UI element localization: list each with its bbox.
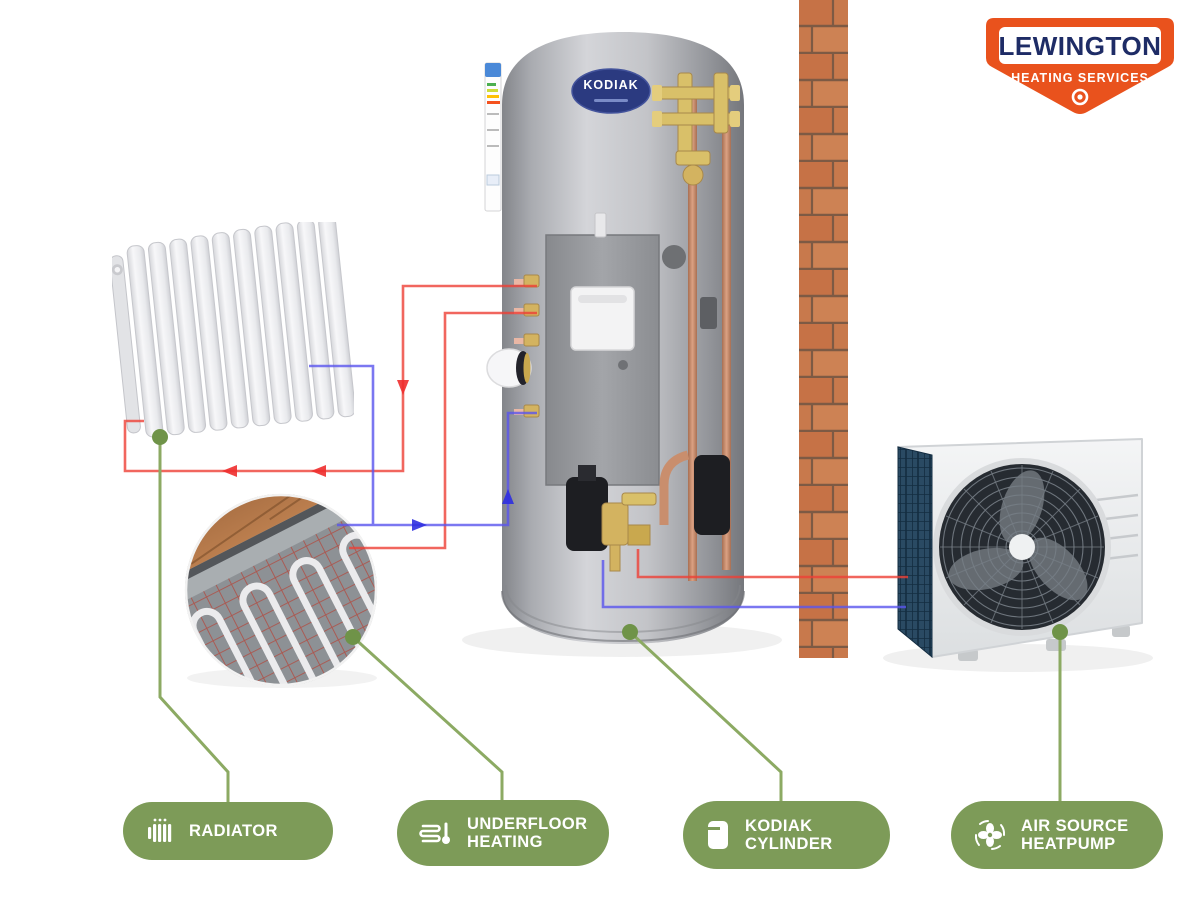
legend-label: KODIAK CYLINDER <box>745 816 833 853</box>
copper-pipework <box>652 72 740 581</box>
lewington-logo: LEWINGTON HEATING SERVICES <box>984 16 1176 118</box>
kodiak-cylinder-unit: KODIAK <box>484 32 745 644</box>
radiator-panels <box>126 222 354 438</box>
fan-icon <box>973 818 1007 852</box>
logo-tagline-text: HEATING SERVICES <box>1011 71 1149 85</box>
logo-name-text: LEWINGTON <box>999 31 1162 61</box>
control-panel <box>545 212 660 486</box>
legend-item-kodiak-cylinder: KODIAK CYLINDER <box>683 801 890 869</box>
pump-group <box>566 455 730 572</box>
heat-pump-coil-side <box>897 446 933 659</box>
brass-manifold <box>652 72 740 186</box>
brick-wall <box>799 0 848 658</box>
legend-label: AIR SOURCE HEATPUMP <box>1021 816 1129 853</box>
radiator-unit <box>112 222 354 438</box>
legend-label: UNDERFLOOR HEATING <box>467 814 588 851</box>
logo-target-icon <box>1071 88 1089 106</box>
legend-item-radiator: RADIATOR <box>123 802 333 860</box>
cylinder-icon <box>705 819 731 851</box>
immersion-knob <box>486 348 532 388</box>
grey-valve <box>662 245 686 269</box>
energy-label <box>484 62 502 212</box>
kodiak-badge-text: KODIAK <box>583 78 638 92</box>
sensor-pocket <box>700 297 717 329</box>
fan-hub <box>1009 534 1035 560</box>
legend-item-air-source-heatpump: AIR SOURCE HEATPUMP <box>951 801 1163 869</box>
legend-label: RADIATOR <box>189 821 278 840</box>
legend-item-underfloor-heating: UNDERFLOOR HEATING <box>397 800 609 866</box>
radiator-icon <box>145 816 175 846</box>
kodiak-badge: KODIAK <box>571 68 651 114</box>
underfloor-heating-icon <box>419 818 453 848</box>
fan-assembly <box>933 458 1111 636</box>
heat-pump-unit <box>897 438 1143 661</box>
underfloor-heating-cutaway <box>184 493 378 687</box>
